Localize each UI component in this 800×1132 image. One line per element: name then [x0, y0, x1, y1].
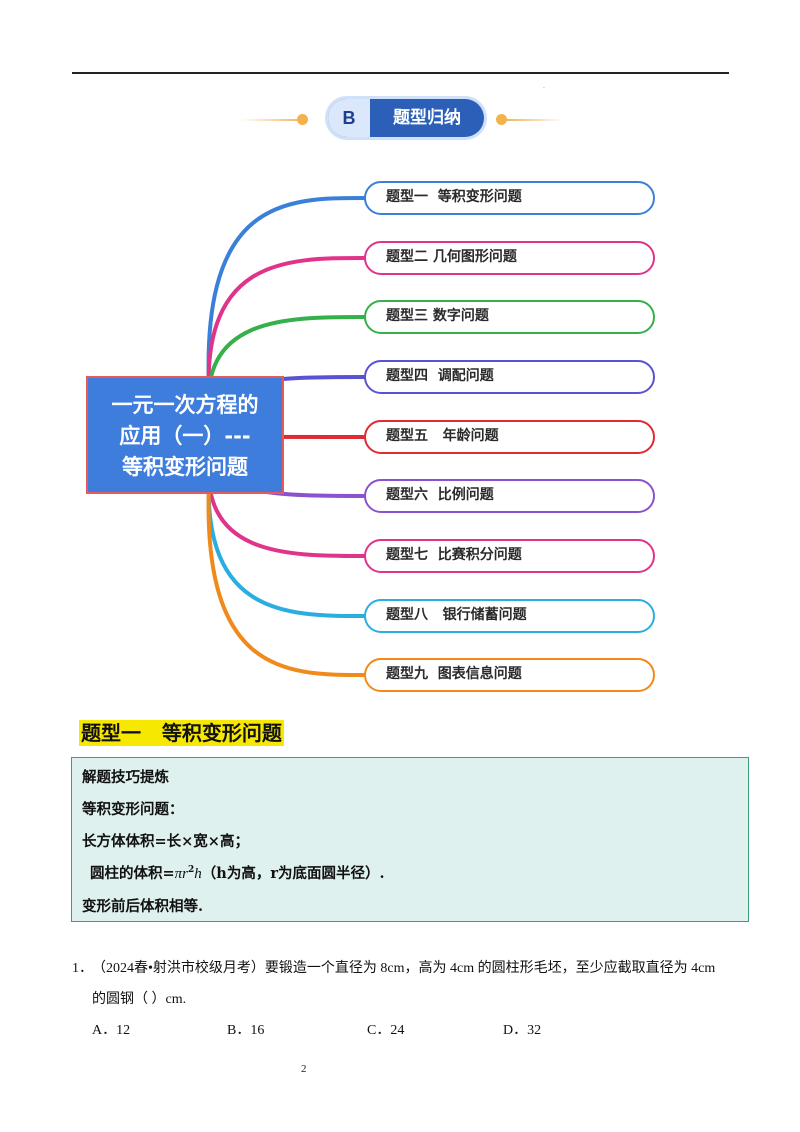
branch-1	[206, 196, 366, 409]
section-heading: 题型一 等积变形问题	[79, 720, 284, 746]
tips-line-2: 长方体体积=长×宽×高；	[82, 833, 249, 850]
option-d[interactable]: D．32	[503, 1023, 542, 1038]
banner-line-right	[505, 119, 565, 121]
tips-line-3-suffix: （h为高，r为底面圆半径）.	[201, 865, 385, 882]
banner-dot-right	[496, 114, 507, 125]
formula-exponent: 2	[188, 865, 195, 875]
topic-1[interactable]: 题型一 等积变形问题	[364, 181, 655, 215]
center-line-2: 应用（一）---	[119, 424, 251, 448]
branch-2	[206, 256, 366, 416]
tips-line-3: 圆柱的体积=πr2h（h为高，r为底面圆半径）.	[90, 862, 385, 883]
topic-8[interactable]: 题型八 银行储蓄问题	[364, 599, 655, 633]
banner-letter: B	[328, 99, 370, 137]
center-line-1: 一元一次方程的	[111, 393, 259, 417]
topic-4[interactable]: 题型四 调配问题	[364, 360, 655, 394]
page-number: 2	[301, 1063, 307, 1075]
topic-5[interactable]: 题型五 年龄问题	[364, 420, 655, 454]
banner-dot-left	[297, 114, 308, 125]
formula-pi: π	[174, 866, 183, 882]
tips-line-4: 变形前后体积相等.	[82, 898, 204, 915]
option-b[interactable]: B．16	[227, 1023, 265, 1038]
mind-map: 一元一次方程的 应用（一）--- 等积变形问题 题型一 等积变形问题 题型二 几…	[86, 181, 655, 692]
question-text-line-1: （2024春•射洪市校级月考）要锻造一个直径为 8cm，高为 4cm 的圆柱形毛…	[92, 961, 716, 976]
tips-line-1: 等积变形问题：	[82, 801, 184, 818]
topic-3[interactable]: 题型三 数字问题	[364, 300, 655, 334]
question-number: 1．	[72, 961, 93, 976]
formula-h: h	[194, 866, 202, 882]
banner-line-left	[240, 119, 305, 121]
topic-7[interactable]: 题型七 比赛积分问题	[364, 539, 655, 573]
option-c[interactable]: C．24	[367, 1023, 405, 1038]
center-line-3: 等积变形问题	[122, 455, 248, 479]
tips-box: 解题技巧提炼 等积变形问题： 长方体体积=长×宽×高； 圆柱的体积=πr2h（h…	[71, 757, 749, 922]
banner-title: 题型归纳	[393, 108, 461, 128]
topic-6[interactable]: 题型六 比例问题	[364, 479, 655, 513]
topic-9[interactable]: 题型九 图表信息问题	[364, 658, 655, 692]
mind-map-center: 一元一次方程的 应用（一）--- 等积变形问题	[86, 376, 284, 494]
section-banner: B 题型归纳	[328, 99, 484, 137]
branch-9	[206, 461, 366, 677]
header-rule	[72, 72, 729, 74]
header-mark: .	[543, 83, 545, 90]
question-text-line-2: 的圆钢（ ）cm.	[92, 992, 187, 1007]
topic-2[interactable]: 题型二 几何图形问题	[364, 241, 655, 275]
tips-title: 解题技巧提炼	[82, 769, 169, 786]
tips-line-3-prefix: 圆柱的体积=	[90, 865, 175, 882]
formula-r: r	[182, 866, 189, 882]
option-a[interactable]: A．12	[92, 1023, 131, 1038]
